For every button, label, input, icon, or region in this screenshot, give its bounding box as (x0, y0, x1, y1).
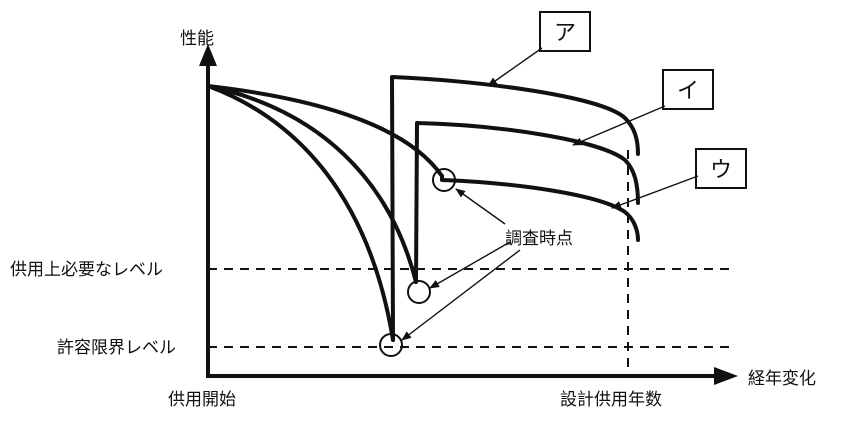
x-axis-arrowhead (714, 367, 738, 385)
design-life-label: 設計供用年数 (560, 390, 662, 410)
required-level-label: 供用上必要なレベル (10, 260, 163, 280)
callout-a-text: ア (554, 21, 576, 46)
callout-i-text: イ (677, 79, 699, 104)
callout-box-u (695, 148, 747, 189)
curve-fast (206, 84, 395, 342)
survey-circle-limit (379, 333, 403, 357)
curve-medium (206, 84, 418, 284)
callout-u-text: ウ (710, 158, 732, 183)
y-axis-label: 性能 (180, 29, 214, 49)
leader-a (487, 47, 543, 87)
survey-circle-early (432, 168, 456, 192)
start-label: 供用開始 (168, 390, 236, 410)
leader-u (611, 175, 699, 209)
curve-u (440, 174, 640, 242)
leader-to-required (429, 241, 511, 289)
callout-box-a (539, 11, 591, 52)
y-axis-arrowhead (199, 44, 217, 66)
leader-to-limit (401, 249, 521, 341)
survey-point-label: 調査時点 (505, 229, 573, 249)
curve-a (390, 75, 640, 342)
x-axis-label: 経年変化 (748, 369, 816, 389)
leader-to-early (455, 188, 506, 225)
curve-i (414, 121, 640, 284)
survey-circle-required (407, 280, 431, 304)
leader-i (572, 105, 666, 146)
callout-box-i (662, 69, 714, 110)
curve-slow (206, 84, 444, 178)
limit-level-label: 許容限界レベル (57, 338, 176, 358)
